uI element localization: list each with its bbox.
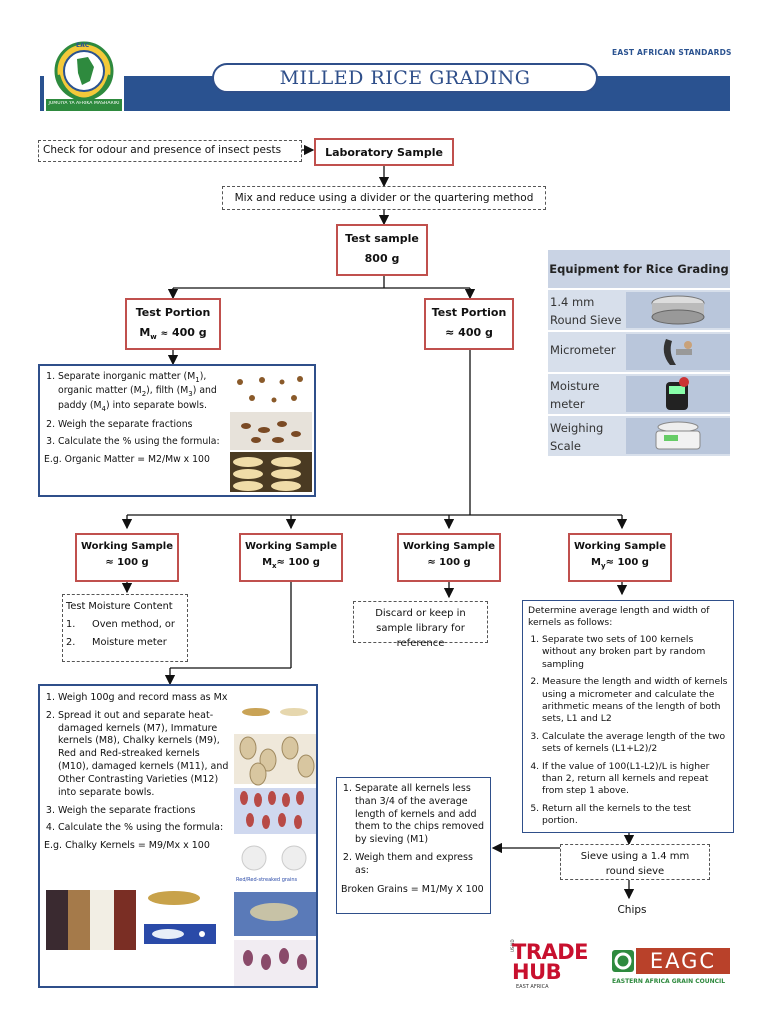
kernel-length-step-2: Measure the length and width of kernels … [542, 676, 728, 726]
working-sample-1-box: Working Sample ≈ 100 g [75, 533, 179, 582]
test-portion-right-title: Test Portion [431, 306, 507, 319]
page-title: MILLED RICE GRADING [212, 63, 598, 93]
working-sample-1-title: Working Sample [80, 541, 174, 552]
eagc-full-name: EASTERN AFRICA GRAIN COUNCIL [612, 978, 726, 985]
trade-hub-logo: USAID TRADE HUB EAST AFRICA [510, 939, 602, 992]
eac-logo-ribbon: JUMUIYA YA AFRIKA MASHARIKI [48, 101, 120, 106]
equipment-table-title: Equipment for Rice Grading [549, 262, 729, 276]
kernel-length-intro: Determine average length and width of ke… [528, 605, 710, 629]
test-sample-title: Test sample [345, 232, 419, 245]
impurity-photos [230, 370, 312, 492]
test-portion-right-box: Test Portion ≈ 400 g [424, 298, 514, 350]
test-portion-left-box: Test Portion Mw ≈ 400 g [125, 298, 221, 350]
moisture-meter-icon [626, 376, 730, 412]
eac-logo: EAC JUMUIYA YA AFRIKA MASHARIKI [44, 37, 124, 115]
impurity-step-2: Weigh the separate fractions [58, 419, 230, 432]
eagc-emblem-icon [612, 950, 634, 972]
impurity-formula: E.g. Organic Matter = M2/Mw x 100 [44, 453, 210, 465]
kernel-length-panel: Determine average length and width of ke… [522, 600, 734, 833]
equipment-label-scale: Weighing Scale [550, 421, 604, 453]
working-sample-3-title: Working Sample [402, 541, 496, 552]
moisture-heading: Test Moisture Content [66, 601, 173, 612]
micrometer-icon [626, 334, 730, 370]
defect-step-3: Weigh the separate fractions [58, 805, 230, 818]
working-sample-2-weight-line: Mx≈ 100 g [262, 557, 320, 570]
moisture-item-1: 1.Oven method, or [66, 619, 175, 631]
equipment-row-micrometer: Micrometer [548, 330, 730, 372]
defect-formula: E.g. Chalky Kernels = M9/Mx x 100 [44, 840, 210, 852]
kernel-length-step-3: Calculate the average length of the two … [542, 731, 728, 756]
impurity-separation-panel: Separate inorganic matter (M1), organic … [38, 364, 316, 497]
working-sample-2-box: Working Sample Mx≈ 100 g [239, 533, 343, 582]
eagc-logo: EAGC EASTERN AFRICA GRAIN COUNCIL [612, 948, 730, 990]
test-portion-left-weight-line: Mw ≈ 400 g [139, 325, 207, 341]
impurity-step-1: Separate inorganic matter (M1), organic … [58, 371, 230, 414]
red-grains-caption: Red/Red-streaked grains [236, 877, 298, 883]
test-portion-left-title: Test Portion [135, 306, 211, 319]
test-sample-weight: 800 g [364, 251, 400, 265]
moisture-content-note: Test Moisture Content 1.Oven method, or … [62, 594, 188, 662]
equipment-label-sieve: 1.4 mm Round Sieve [550, 295, 622, 327]
equipment-label-micrometer: Micrometer [550, 343, 616, 357]
equipment-table: Equipment for Rice Grading 1.4 mm Round … [548, 250, 730, 456]
eac-logo-ring-text: EAC [76, 42, 90, 49]
laboratory-sample-label: Laboratory Sample [325, 146, 443, 159]
defect-photos-column: Red/Red-streaked grains [234, 690, 316, 986]
chips-label: Chips [617, 904, 647, 916]
trade-hub-sub: EAST AFRICA [516, 984, 549, 990]
kernel-length-step-4: If the value of 100(L1-L2)/L is higher t… [542, 761, 728, 798]
impurity-step-3: Calculate the % using the formula: [58, 436, 230, 449]
equipment-row-moisture: Moisture meter [548, 372, 730, 414]
test-sample-box: Test sample 800 g [336, 224, 428, 276]
odour-check-note: Check for odour and presence of insect p… [38, 140, 302, 162]
broken-grains-panel: Separate all kernels less than 3/4 of th… [336, 777, 491, 914]
rice-varieties-photo [46, 890, 136, 950]
kernel-length-step-1: Separate two sets of 100 kernels without… [542, 634, 728, 671]
working-sample-4-weight: ≈ 100 g [605, 557, 649, 568]
working-sample-4-title: Working Sample [573, 541, 667, 552]
equipment-label-moisture: Moisture meter [550, 379, 600, 411]
weighing-scale-icon [626, 418, 730, 454]
working-sample-2-weight: ≈ 100 g [276, 557, 320, 568]
sieve-note: Sieve using a 1.4 mm round sieve [560, 844, 710, 880]
standards-label: EAST AFRICAN STANDARDS [612, 48, 732, 57]
defect-step-4: Calculate the % using the formula: [58, 822, 230, 835]
defect-step-1: Weigh 100g and record mass as Mx [58, 692, 230, 705]
working-sample-2-title: Working Sample [244, 541, 338, 552]
working-sample-1-weight: ≈ 100 g [105, 557, 149, 568]
eagc-wordmark: EAGC [636, 948, 730, 974]
equipment-row-sieve: 1.4 mm Round Sieve [548, 288, 730, 330]
kernel-length-step-5: Return all the kernels to the test porti… [542, 803, 728, 828]
laboratory-sample-box: Laboratory Sample [314, 138, 454, 166]
broken-step-2: Weigh them and express as: [355, 852, 486, 878]
working-sample-3-box: Working Sample ≈ 100 g [397, 533, 501, 582]
moisture-item-2: 2.Moisture meter [66, 637, 167, 649]
working-sample-4-box: Working Sample My≈ 100 g [568, 533, 672, 582]
broken-step-1: Separate all kernels less than 3/4 of th… [355, 783, 486, 847]
broken-formula: Broken Grains = M1/My X 100 [341, 883, 484, 895]
trade-hub-wordmark: TRADE HUB [512, 940, 589, 984]
defect-step-2: Spread it out and separate heat-damaged … [58, 710, 230, 800]
round-sieve-icon [626, 292, 730, 328]
heat-damaged-kernel-photo [144, 888, 204, 908]
chalky-kernel-photo [144, 924, 216, 944]
mix-reduce-note: Mix and reduce using a divider or the qu… [222, 186, 546, 210]
equipment-row-scale: Weighing Scale [548, 414, 730, 456]
test-portion-left-weight: 400 g [171, 325, 207, 339]
defect-separation-panel: Weigh 100g and record mass as Mx Spread … [38, 684, 318, 988]
test-portion-right-weight: ≈ 400 g [445, 325, 493, 339]
working-sample-4-weight-line: My≈ 100 g [591, 557, 649, 570]
working-sample-3-weight: ≈ 100 g [427, 557, 471, 568]
discard-note: Discard or keep in sample library for re… [353, 601, 488, 649]
